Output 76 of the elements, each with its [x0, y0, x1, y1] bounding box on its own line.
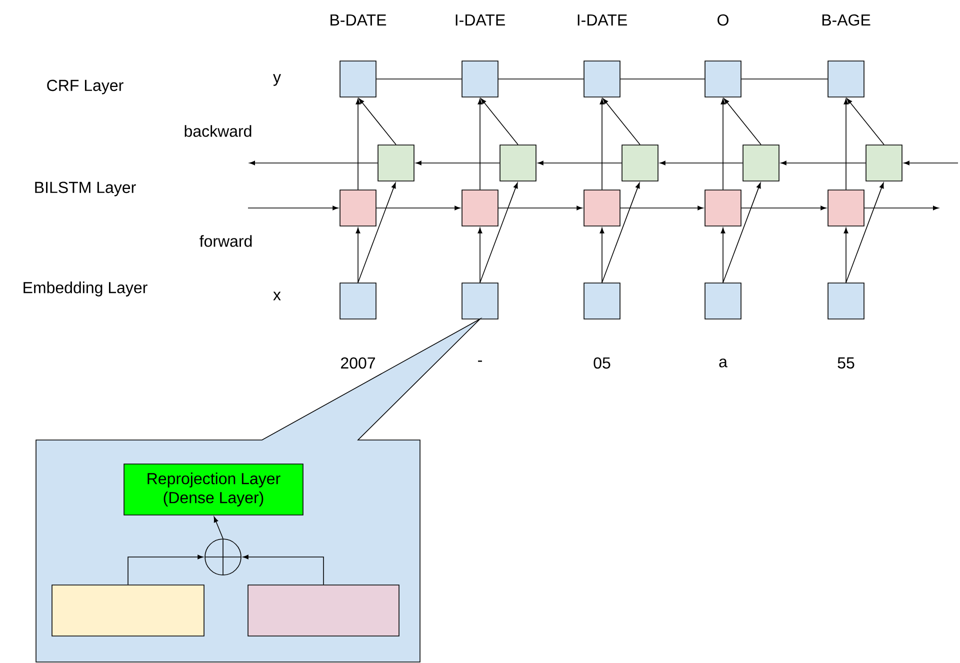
arrow — [498, 206, 582, 210]
arrow — [844, 98, 848, 190]
output-box — [704, 60, 742, 98]
backward-cell — [378, 144, 414, 182]
arrow — [248, 206, 338, 210]
arrow — [358, 98, 396, 145]
embedding-box — [248, 584, 400, 636]
sum-circle — [204, 538, 242, 576]
arrow — [864, 206, 939, 210]
forward-cell — [704, 190, 742, 226]
arrow — [724, 98, 762, 145]
arrow — [602, 98, 640, 145]
output-box — [584, 60, 620, 98]
arrow — [722, 182, 761, 283]
arrow — [356, 98, 360, 190]
backward-cell — [866, 144, 902, 182]
layer-label: CRF Layer — [47, 80, 124, 94]
token-label: I-DATE — [456, 14, 505, 26]
output-box — [462, 60, 498, 98]
arrow — [214, 516, 224, 539]
token-label: O — [718, 14, 728, 26]
input-box — [704, 282, 742, 320]
input-box — [828, 282, 864, 320]
token-label: B-AGE — [822, 14, 870, 26]
input-box — [340, 282, 376, 320]
arrow — [780, 160, 866, 166]
arrow — [478, 228, 482, 283]
output-box — [340, 60, 376, 98]
layer-label: Embedding Layer — [24, 282, 148, 296]
arrow — [844, 228, 848, 283]
layer-label: backward — [184, 125, 252, 137]
layer-label: y — [273, 74, 281, 86]
layer-label: x — [273, 292, 281, 300]
token-label: 55 — [838, 357, 854, 369]
arrow — [480, 182, 518, 283]
layer-label: forward — [200, 235, 252, 247]
input-box — [462, 282, 498, 320]
backward-cell — [742, 144, 780, 182]
arrow — [846, 182, 884, 283]
token-label: - — [478, 360, 482, 362]
arrow — [242, 554, 324, 585]
input-box — [584, 282, 620, 320]
token-label: B-DATE — [330, 14, 386, 26]
arrow — [128, 554, 204, 585]
arrow — [602, 182, 640, 283]
arrow — [904, 160, 958, 166]
arrow — [600, 228, 604, 283]
layer-label: BILSTM Layer — [35, 182, 136, 196]
arrow — [358, 182, 396, 283]
arrow — [600, 98, 604, 190]
arrow — [720, 228, 726, 283]
arrow — [741, 206, 826, 210]
output-box — [828, 60, 864, 98]
arrow — [376, 206, 460, 210]
embedding-box — [52, 584, 204, 636]
token-label: 05 — [594, 357, 610, 369]
token-label: a — [719, 358, 728, 368]
token-label: I-DATE — [578, 14, 627, 26]
arrow — [660, 160, 743, 166]
arrow — [416, 160, 500, 166]
forward-cell — [828, 190, 864, 226]
backward-cell — [500, 144, 536, 182]
backward-cell — [622, 144, 658, 182]
arrow — [356, 228, 360, 283]
arrow — [538, 160, 622, 166]
arrow — [478, 98, 482, 190]
arrow — [720, 98, 726, 190]
arrow — [480, 98, 518, 145]
forward-cell — [462, 190, 498, 226]
forward-cell — [340, 190, 376, 226]
forward-cell — [584, 190, 620, 226]
layer-box: Reprojection Layer (Dense Layer) — [124, 464, 304, 516]
arrow — [846, 98, 884, 145]
arrow — [249, 160, 378, 166]
token-label: 2007 — [341, 357, 375, 369]
arrow — [620, 206, 704, 210]
